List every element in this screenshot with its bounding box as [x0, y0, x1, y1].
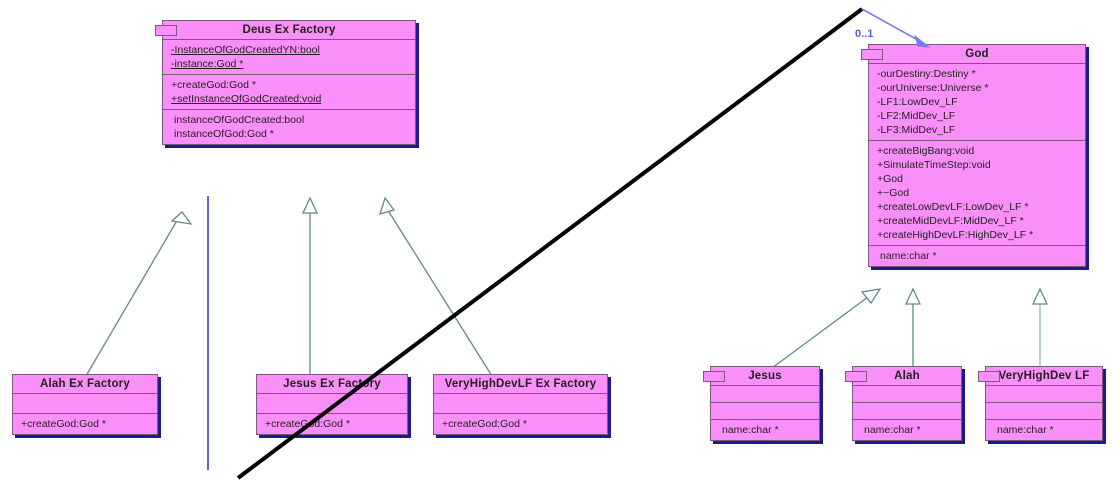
class-title: VeryHighDev LF — [998, 370, 1090, 382]
class-title: Jesus Ex Factory — [283, 378, 381, 390]
responsibilities-compartment: name:char * — [986, 419, 1102, 440]
attribute-row: -InstanceOfGodCreatedYN:bool — [171, 44, 320, 56]
operation-row: +~God — [877, 187, 910, 199]
operation-row: +SimulateTimeStep:void — [877, 159, 991, 171]
responsibility-row: instanceOfGod:God * — [174, 128, 274, 140]
class-title: Alah — [894, 370, 920, 382]
operation-row: +God — [877, 173, 903, 185]
class-veryhighdevlf-ex-factory[interactable]: VeryHighDevLF Ex Factory +createGod:God … — [433, 374, 608, 435]
class-alah-ex-factory[interactable]: Alah Ex Factory +createGod:God * — [12, 374, 158, 435]
operation-row: +setInstanceOfGodCreated:void — [171, 93, 322, 105]
class-deus-ex-factory[interactable]: Deus Ex Factory -InstanceOfGodCreatedYN:… — [155, 20, 416, 145]
attribute-row: -LF1:LowDev_LF — [877, 96, 958, 108]
attribute-row: -ourDestiny:Destiny * — [877, 68, 976, 80]
operations-compartment: +createGod:God * +setInstanceOfGodCreate… — [163, 74, 415, 109]
attributes-compartment — [13, 393, 157, 413]
class-alah[interactable]: Alah name:char * — [845, 366, 962, 441]
operation-row: +createMidDevLF:MidDev_LF * — [877, 215, 1024, 227]
operation-row: +createGod:God * — [21, 418, 106, 430]
class-title: God — [965, 48, 989, 60]
operation-row: +createGod:God * — [442, 418, 527, 430]
attributes-compartment — [853, 385, 961, 402]
class-god[interactable]: God -ourDestiny:Destiny * -ourUniverse:U… — [861, 44, 1086, 267]
operations-compartment: +createGod:God * — [434, 413, 607, 434]
inheritance-veryhighdevlfexfactory-to-deus — [379, 196, 493, 377]
inheritance-alahexfactory-to-deus — [85, 211, 193, 377]
responsibilities-compartment: name:char * — [711, 419, 819, 440]
attributes-compartment: -InstanceOfGodCreatedYN:bool -instance:G… — [163, 39, 415, 74]
operations-compartment — [853, 402, 961, 419]
responsibilities-compartment: name:char * — [869, 245, 1085, 266]
operation-row: +createLowDevLF:LowDev_LF * — [877, 201, 1029, 213]
inheritance-jesusexfactory-to-deus — [301, 196, 319, 376]
attributes-compartment — [711, 385, 819, 402]
operation-row: +createGod:God * — [265, 418, 350, 430]
class-jesus-ex-factory[interactable]: Jesus Ex Factory +createGod:God * — [256, 374, 408, 435]
class-jesus[interactable]: Jesus name:char * — [703, 366, 820, 441]
operations-compartment — [711, 402, 819, 419]
responsibility-row: name:char * — [722, 424, 779, 436]
inheritance-veryhighdevlf-to-god — [1031, 287, 1049, 368]
class-title: Deus Ex Factory — [242, 24, 336, 36]
inheritance-alah-to-god — [904, 287, 922, 368]
attribute-row: -ourUniverse:Universe * — [877, 82, 989, 94]
responsibilities-compartment: name:char * — [853, 419, 961, 440]
responsibility-row: name:char * — [880, 250, 937, 262]
responsibility-row: name:char * — [997, 424, 1054, 436]
operation-row: +createHighDevLF:HighDev_LF * — [877, 229, 1034, 241]
attribute-row: -instance:God * — [171, 58, 244, 70]
class-title: Alah Ex Factory — [40, 378, 130, 390]
class-tab-icon — [978, 371, 1000, 382]
class-tab-icon — [155, 25, 177, 36]
multiplicity-label: 0..1 — [855, 28, 874, 40]
operations-compartment: +createBigBang:void +SimulateTimeStep:vo… — [869, 140, 1085, 245]
responsibility-row: name:char * — [864, 424, 921, 436]
operations-compartment: +createGod:God * — [257, 413, 407, 434]
class-tab-icon — [845, 371, 867, 382]
attributes-compartment — [986, 385, 1102, 402]
responsibilities-compartment: instanceOfGodCreated:bool instanceOfGod:… — [163, 109, 415, 144]
class-title: VeryHighDevLF Ex Factory — [444, 378, 597, 390]
attributes-compartment: -ourDestiny:Destiny * -ourUniverse:Unive… — [869, 63, 1085, 140]
operation-row: +createBigBang:void — [877, 145, 975, 157]
class-tab-icon — [703, 371, 725, 382]
attribute-row: -LF2:MidDev_LF — [877, 110, 956, 122]
responsibility-row: instanceOfGodCreated:bool — [174, 114, 305, 126]
operation-row: +createGod:God * — [171, 79, 256, 91]
attribute-row: -LF3:MidDev_LF — [877, 124, 956, 136]
operations-compartment — [986, 402, 1102, 419]
attributes-compartment — [434, 393, 607, 413]
operations-compartment: +createGod:God * — [13, 413, 157, 434]
inheritance-jesus-to-god — [771, 288, 882, 369]
attributes-compartment — [257, 393, 407, 413]
class-veryhighdev-lf[interactable]: VeryHighDev LF name:char * — [978, 366, 1103, 441]
class-title: Jesus — [748, 370, 782, 382]
class-tab-icon — [861, 49, 883, 60]
